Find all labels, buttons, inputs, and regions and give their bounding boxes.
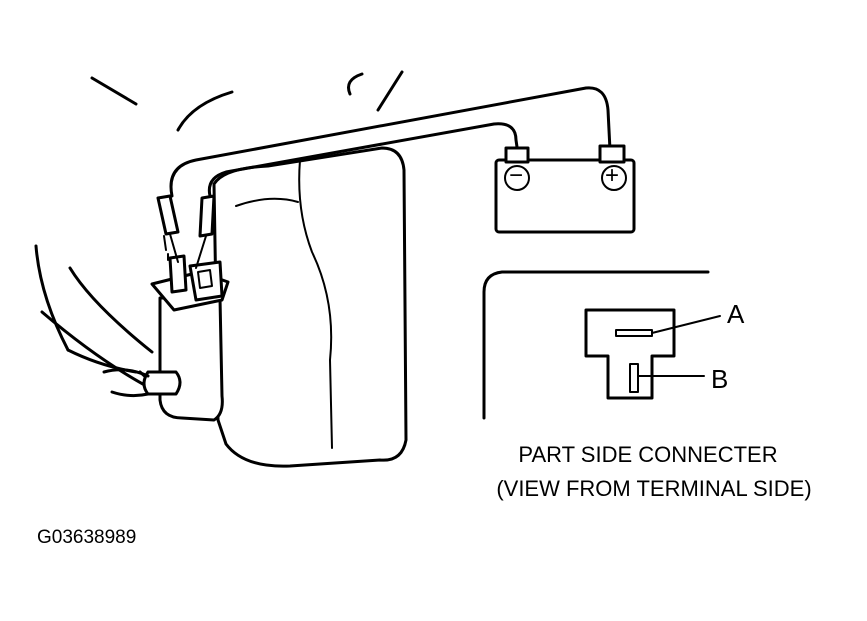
figure-id: G03638989 xyxy=(37,527,137,548)
battery-positive-symbol: + xyxy=(605,162,620,189)
washer-motor xyxy=(102,254,230,422)
battery-negative-symbol: − xyxy=(509,162,524,189)
terminal-b-label: B xyxy=(711,364,729,394)
battery xyxy=(494,144,636,234)
connector-view-panel xyxy=(482,270,721,420)
caption-line-2: (VIEW FROM TERMINAL SIDE) xyxy=(496,476,812,501)
terminal-a-label: A xyxy=(727,299,745,329)
test-leads xyxy=(156,86,612,269)
caption-line-1: PART SIDE CONNECTER xyxy=(518,442,778,467)
washer-tank xyxy=(212,146,408,468)
